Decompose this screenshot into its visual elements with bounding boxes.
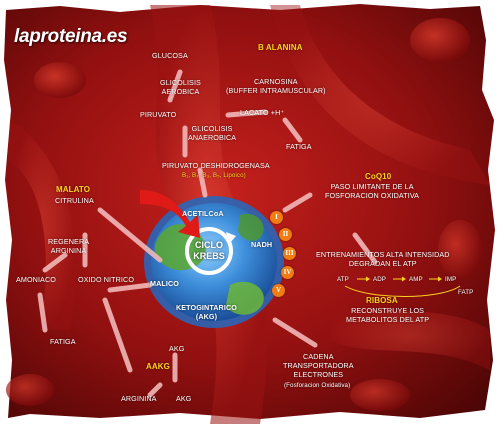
label-acetil-coa: ACETILCoA (182, 209, 224, 218)
label-fatiga-left: FATIGA (50, 337, 76, 346)
label-entrenamientos: ENTRENAMIENTOS ALTA INTENSIDAD DEGRADAN … (316, 250, 450, 268)
atp-return-arrow (344, 285, 461, 297)
label-citrulina: CITRULINA (55, 196, 94, 205)
flow-arrow (167, 69, 183, 103)
label-adp: ADP (373, 276, 387, 283)
label-b-alanina: B ALANINA (258, 43, 303, 52)
label-coq10: CoQ10 (365, 172, 392, 181)
label-ciclo-krebs: CICLO KREBS (193, 240, 225, 261)
label-malato: MALATO (56, 185, 91, 194)
label-piruvato-deshidrogenasa: PIRUVATO DESHIDROGENASA (162, 161, 270, 170)
flow-arrow (102, 297, 133, 373)
atp-arrow (393, 276, 406, 282)
label-oxido-nitrico: OXIDO NITRICO (78, 275, 135, 284)
label-piruvato: PIRUVATO (140, 110, 177, 119)
flow-arrow (282, 192, 313, 213)
flow-arrow (107, 282, 153, 293)
flow-arrow (42, 252, 68, 273)
big-red-arrow (140, 190, 200, 238)
red-blood-cell (6, 374, 54, 406)
label-glucosa: GLUCOSA (152, 51, 188, 60)
complex-badge: I (270, 211, 283, 224)
label-glicolisis-aerobica: GLICOLISIS AEROBICA (160, 78, 201, 96)
flow-arrow (37, 292, 48, 333)
flow-arrow (352, 232, 378, 265)
label-regenera-arginina: REGENERA ARGININA (48, 237, 90, 255)
label-arginina: ARGININA (121, 394, 157, 403)
logo-text: laproteina.es (14, 26, 128, 47)
blood-vessel (270, 5, 490, 185)
red-blood-cell (34, 62, 86, 98)
label-nadh: NADH (251, 240, 273, 249)
complex-badge: II (279, 228, 292, 241)
label-imp: IMP (445, 276, 457, 283)
label-atp: ATP (337, 276, 349, 283)
flow-arrow (272, 317, 318, 348)
label-fosforacion: (Fosforacion Oxidativa) (284, 382, 351, 389)
label-paso-limitante: PASO LIMITANTE DE LA FOSFORACION OXIDATI… (325, 182, 420, 200)
label-amoniaco: AMONIACO (16, 275, 56, 284)
arrowhead (226, 232, 236, 244)
blood-vessel (8, 120, 77, 330)
flow-arrow (225, 109, 268, 118)
label-reconstruye: RECONSTRUYE LOS METABOLITOS DEL ATP (346, 306, 430, 324)
atp-arrow (357, 276, 370, 282)
label-malico: MALICO (150, 279, 179, 288)
label-ribosa: RIBOSA (366, 296, 398, 305)
red-blood-cell (410, 18, 470, 62)
complex-badge: V (272, 284, 285, 297)
label-cofactors: B₁, B₂, B₃, B₅, Lipoico) (182, 172, 246, 179)
blood-vessel (330, 300, 490, 370)
atp-arrow (429, 276, 442, 282)
flow-arrow (97, 207, 163, 263)
label-aakg: AAKG (146, 362, 170, 371)
label-akg-bottom: AKG (176, 394, 192, 403)
site-logo: laproteina.es (14, 26, 128, 48)
flow-arrow (282, 117, 303, 143)
red-blood-cell (350, 379, 410, 411)
label-cadena: CADENA TRANSPORTADORA ELECTRONES (283, 352, 354, 379)
label-ketoglutarico: KETOGINTARICO (AKG) (176, 303, 237, 321)
cell-green-patch (226, 281, 264, 315)
circular-arrow-icon (185, 227, 233, 275)
label-fatiga-top: FATIGA (286, 142, 312, 151)
label-lacato: LACATO +H⁺ (240, 108, 285, 117)
label-fatp: FATP (458, 289, 474, 296)
cell-green-patch (238, 213, 264, 241)
label-akg-mid: AKG (169, 344, 185, 353)
label-carnosina: CARNOSINA (BUFFER INTRAMUSCULAR) (226, 77, 326, 95)
flow-arrow (197, 167, 208, 198)
red-blood-cell (438, 220, 482, 280)
flow-arrow (147, 382, 163, 398)
label-amp: AMP (409, 276, 423, 283)
complex-badge: III (283, 247, 296, 260)
complex-badge: IV (281, 266, 294, 279)
label-glicolisis-anaerobica: GLICOLISIS ANAEROBICA (188, 124, 237, 142)
